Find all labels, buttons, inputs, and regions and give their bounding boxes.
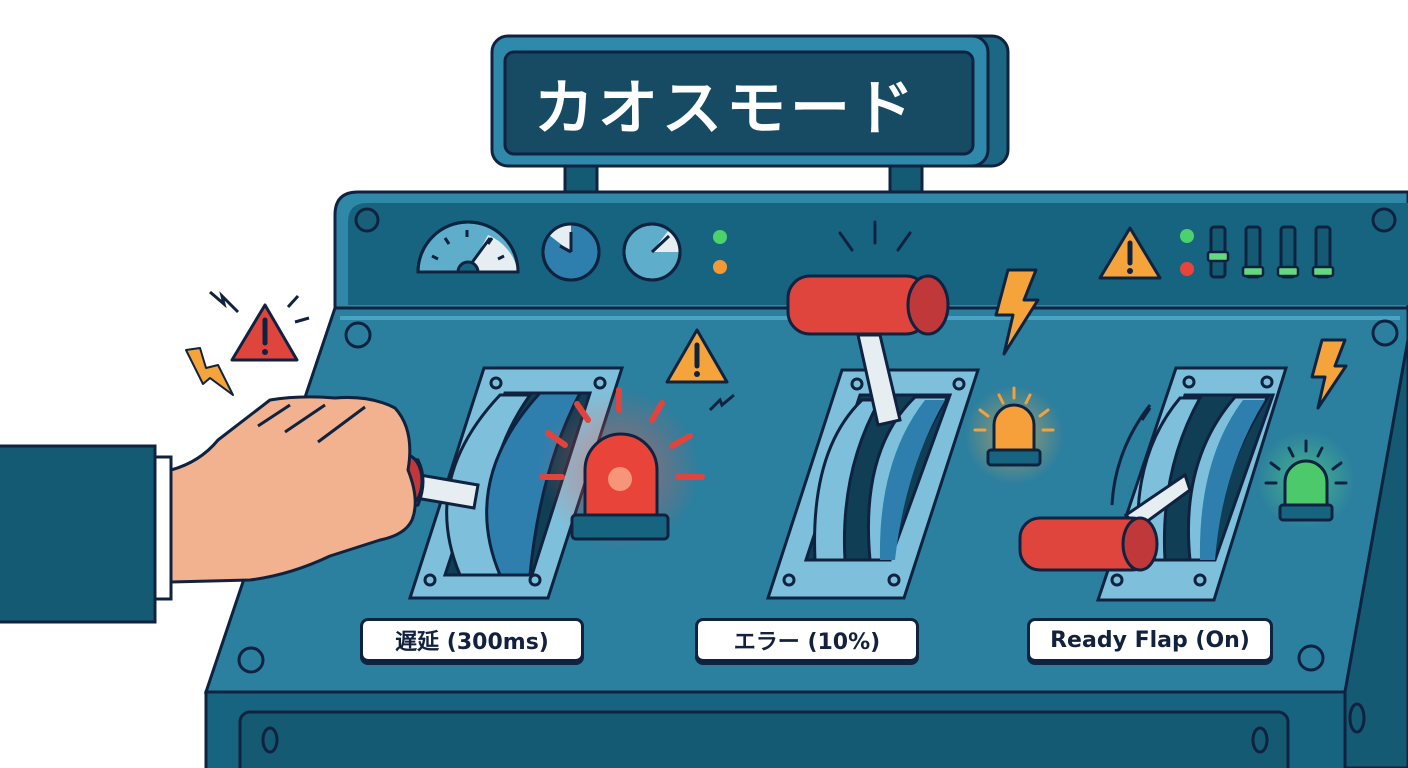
indicator-light-orange — [713, 260, 727, 274]
red-alarm-beacon-icon — [539, 387, 705, 550]
ready-flap-lever[interactable] — [1018, 366, 1289, 602]
status-light-red — [1180, 262, 1194, 276]
lightning-icon — [1310, 338, 1348, 410]
warning-icon — [1098, 226, 1162, 280]
pie-timer-icon — [622, 222, 682, 282]
ready-flap-label: Ready Flap (On) — [1027, 618, 1273, 662]
bolt-icon — [1371, 319, 1399, 347]
sign-title: カオスモード — [534, 73, 918, 144]
bolt-icon — [1297, 644, 1325, 672]
bolt-icon — [237, 646, 265, 674]
hand-pulling-lever — [0, 395, 417, 624]
sign — [490, 34, 1010, 198]
speedometer-gauge-icon — [416, 220, 520, 274]
pie-timer-icon — [541, 222, 601, 282]
status-light-green — [1180, 229, 1194, 243]
error-lever[interactable] — [765, 220, 981, 600]
green-alarm-beacon-icon — [1256, 430, 1356, 530]
error-label: エラー (10%) — [695, 618, 919, 662]
slider-bank[interactable] — [1206, 225, 1335, 279]
amber-alarm-beacon-icon — [964, 385, 1064, 485]
bolt-icon — [344, 321, 372, 349]
screw-icon — [354, 207, 380, 233]
lightning-icon — [994, 268, 1040, 356]
lightning-icon — [185, 347, 234, 396]
screw-icon — [1371, 207, 1397, 233]
alert-warning-icon — [209, 290, 310, 362]
warning-icon — [665, 328, 735, 412]
latency-label: 遅延 (300ms) — [360, 618, 584, 662]
indicator-light-green — [713, 230, 727, 244]
